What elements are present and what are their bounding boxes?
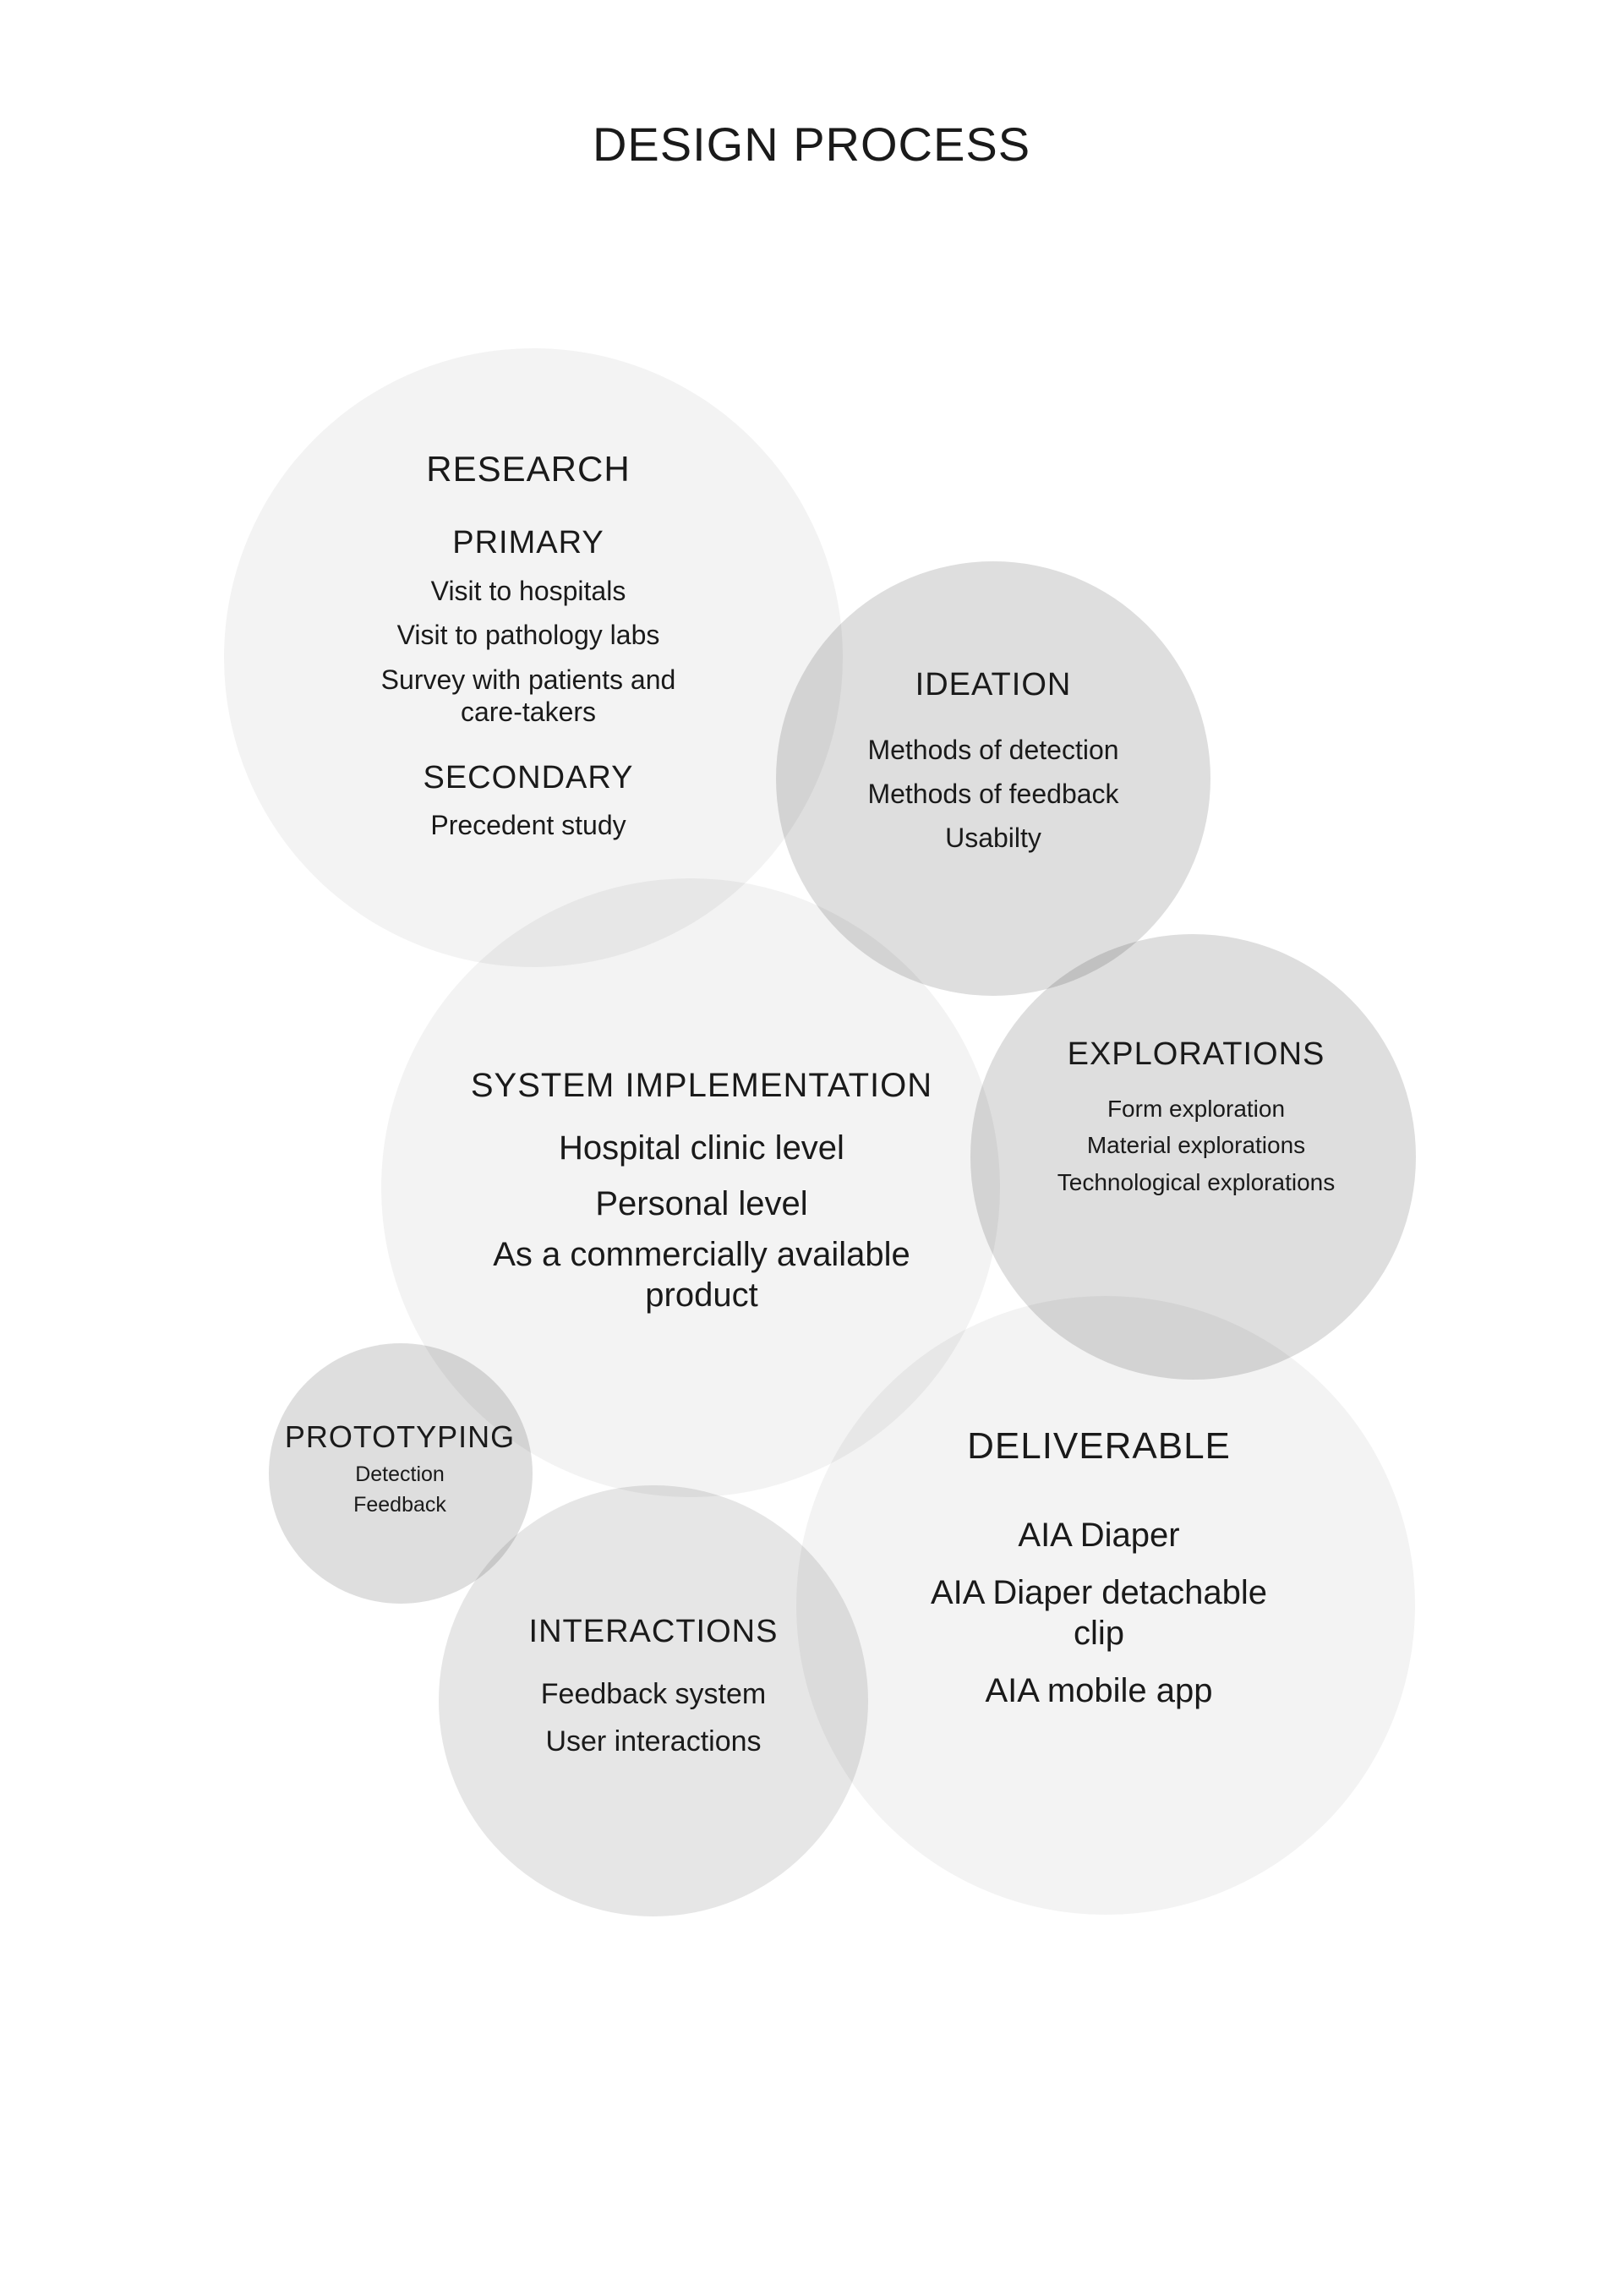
page-title: DESIGN PROCESS [592,118,1031,171]
ideation-item: Methods of detection [867,734,1119,765]
system-implementation-text: SYSTEM IMPLEMENTATION Hospital clinic le… [448,1065,955,1315]
system-implementation-title: SYSTEM IMPLEMENTATION [470,1067,933,1104]
research-title: RESEARCH [426,449,631,489]
research-secondary-label: SECONDARY [423,759,634,795]
deliverable-title: DELIVERABLE [967,1425,1231,1467]
ideation-item: Methods of feedback [867,778,1119,809]
research-primary-item: Survey with patients and [380,664,676,695]
ideation-text: IDEATION Methods of detection Methods of… [812,666,1175,855]
deliverable-item: AIA mobile app [985,1671,1213,1709]
deliverable-item: AIA Diaper [1018,1516,1180,1554]
interactions-bubble [439,1485,868,1916]
ideation-bubble [776,561,1210,996]
explorations-item: Material explorations [1086,1132,1306,1159]
prototyping-item: Feedback [353,1493,446,1517]
deliverable-item: clip [1073,1614,1125,1652]
explorations-title: EXPLORATIONS [1067,1036,1325,1072]
prototyping-title: PROTOTYPING [284,1419,516,1454]
explorations-text: EXPLORATIONS Form exploration Material e… [1014,1036,1378,1196]
interactions-title: INTERACTIONS [528,1614,779,1649]
explorations-item: Technological explorations [1057,1168,1336,1195]
research-primary-item: Visit to hospitals [430,575,626,606]
interactions-item: User interactions [545,1725,762,1758]
deliverable-item: AIA Diaper detachable [930,1573,1268,1611]
prototyping-item: Detection [355,1462,445,1487]
research-primary-item: care-takers [460,697,597,728]
prototyping-text: PROTOTYPING Detection Feedback [270,1419,529,1517]
explorations-item: Form exploration [1107,1095,1286,1122]
prototyping-bubble [269,1343,533,1604]
system-implementation-item: Personal level [595,1185,808,1222]
ideation-title: IDEATION [915,667,1072,702]
research-bubble [224,348,843,967]
explorations-bubble [970,934,1416,1380]
system-implementation-item: product [645,1276,758,1314]
ideation-item: Usabilty [945,823,1041,854]
deliverable-text: DELIVERABLE AIA Diaper AIA Diaper detach… [888,1424,1310,1711]
interactions-item: Feedback system [540,1677,767,1710]
system-implementation-item: As a commercially available [493,1236,910,1273]
research-text: RESEARCH PRIMARY Visit to hospitals Visi… [321,448,735,842]
research-secondary-item: Precedent study [430,810,626,841]
system-implementation-item: Hospital clinic level [559,1129,844,1167]
research-primary-item: Visit to pathology labs [396,620,660,651]
deliverable-bubble [796,1296,1415,1915]
interactions-text: INTERACTIONS Feedback system User intera… [482,1613,825,1759]
research-primary-label: PRIMARY [452,525,604,561]
